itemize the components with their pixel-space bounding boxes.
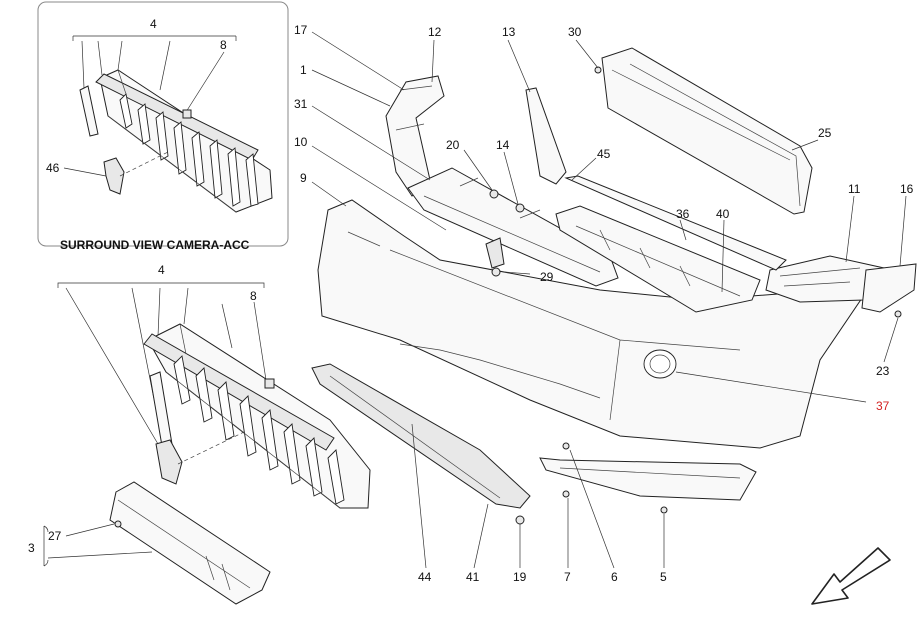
screw-30 xyxy=(594,66,602,74)
bumper-reinforcement xyxy=(385,75,445,197)
arrow-down-left-icon xyxy=(811,547,891,605)
callout-1: 1 xyxy=(300,63,307,77)
callout-4: 4 xyxy=(158,263,165,277)
callout-36: 36 xyxy=(676,207,690,221)
beam-bolt xyxy=(485,237,505,269)
callout-14: 14 xyxy=(496,138,510,152)
inset-callout-8: 8 xyxy=(220,38,227,52)
screw-14 xyxy=(515,203,525,213)
callout-31: 31 xyxy=(294,97,308,111)
callout-17: 17 xyxy=(294,23,308,37)
callout-45: 45 xyxy=(597,147,611,161)
callout-23: 23 xyxy=(876,364,890,378)
callout-3: 3 xyxy=(28,541,35,555)
callout-37: 37 xyxy=(876,399,890,413)
upper-strip xyxy=(564,175,787,271)
callout-10: 10 xyxy=(294,135,308,149)
callout-27: 27 xyxy=(48,529,62,543)
impact-beam xyxy=(407,167,619,287)
callout-44: 44 xyxy=(418,570,432,584)
screw-19 xyxy=(515,515,525,525)
screw-23 xyxy=(894,310,902,318)
plate-screw xyxy=(114,520,122,528)
callout-11: 11 xyxy=(848,182,861,196)
inset-clip xyxy=(182,109,192,119)
lower-spoiler xyxy=(539,457,757,501)
clip-6 xyxy=(562,442,570,450)
callout-8: 8 xyxy=(250,289,257,303)
fasteners xyxy=(489,66,902,525)
air-duct xyxy=(601,47,813,215)
undertray xyxy=(311,363,531,509)
callout-16: 16 xyxy=(900,182,914,196)
callout-9: 9 xyxy=(300,171,307,185)
mesh-grille xyxy=(555,205,761,313)
side-bracket xyxy=(861,263,917,313)
callout-29: 29 xyxy=(540,270,554,284)
callout-20: 20 xyxy=(446,138,460,152)
inset-callout-4: 4 xyxy=(150,17,157,31)
callout-12: 12 xyxy=(428,25,442,39)
callout-7: 7 xyxy=(564,570,571,584)
callout-30: 30 xyxy=(568,25,582,39)
camera-bracket xyxy=(155,439,183,485)
callout-6: 6 xyxy=(611,570,618,584)
screw-7 xyxy=(562,490,570,498)
inset-title: SURROUND VIEW CAMERA-ACC xyxy=(60,238,250,252)
callout-5: 5 xyxy=(660,570,667,584)
tow-hook-cover xyxy=(643,349,677,379)
nut-29 xyxy=(491,267,501,277)
grille-assembly xyxy=(57,282,371,509)
callout-25: 25 xyxy=(818,126,832,140)
upper-mesh xyxy=(525,87,567,185)
license-plate-holder xyxy=(43,481,271,605)
side-grille xyxy=(765,255,885,303)
inset-panel: 4 8 46 SURROUND VIEW CAMERA-ACC xyxy=(37,1,289,252)
callouts: 17 1 31 10 9 12 13 30 20 14 45 29 36 40 … xyxy=(28,23,914,584)
callout-41: 41 xyxy=(466,570,480,584)
bumper-cover xyxy=(317,199,863,449)
inset-trim-strip xyxy=(79,85,99,137)
screw-5 xyxy=(660,506,668,514)
inset-callout-46: 46 xyxy=(46,161,60,175)
leader-lines xyxy=(311,31,907,569)
inset-grille xyxy=(79,69,273,213)
callout-13: 13 xyxy=(502,25,516,39)
grille-trim-strip xyxy=(149,371,173,447)
grille-clip xyxy=(264,378,275,389)
screw-20 xyxy=(489,189,499,199)
callout-40: 40 xyxy=(716,207,730,221)
callout-19: 19 xyxy=(513,570,527,584)
